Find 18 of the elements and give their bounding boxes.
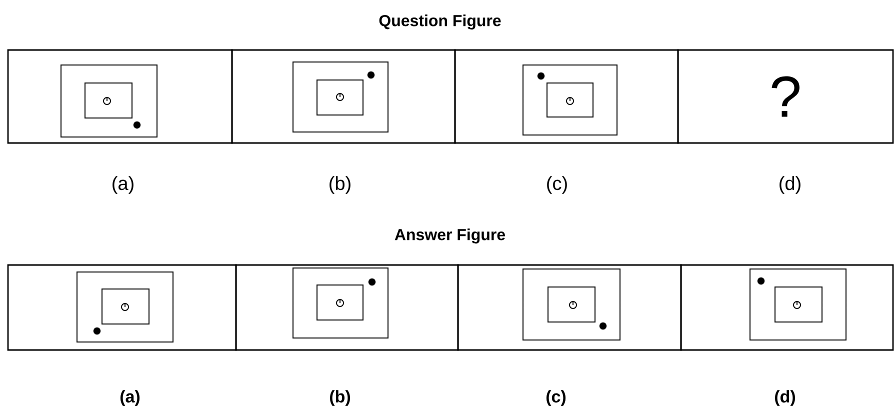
figure-cell: [680, 264, 894, 351]
option-label: (c): [547, 176, 567, 194]
option-label: (d): [775, 390, 796, 406]
option-label: (d): [780, 176, 800, 194]
question-mark-cell: ?: [677, 49, 894, 144]
option-label: (a): [120, 390, 140, 406]
option-label: (b): [330, 176, 350, 194]
figure-cell: [231, 49, 456, 144]
figure-cell: [235, 264, 459, 351]
figure-cell: [7, 264, 237, 351]
option-label: (a): [112, 176, 134, 194]
heading: Answer Figure: [394, 228, 505, 244]
figure-cell: [7, 49, 233, 144]
heading: Question Figure: [379, 14, 501, 30]
option-label: (c): [546, 390, 566, 406]
option-label: (b): [330, 390, 350, 406]
figure-cell: [454, 49, 679, 144]
figure-cell: [457, 264, 682, 351]
